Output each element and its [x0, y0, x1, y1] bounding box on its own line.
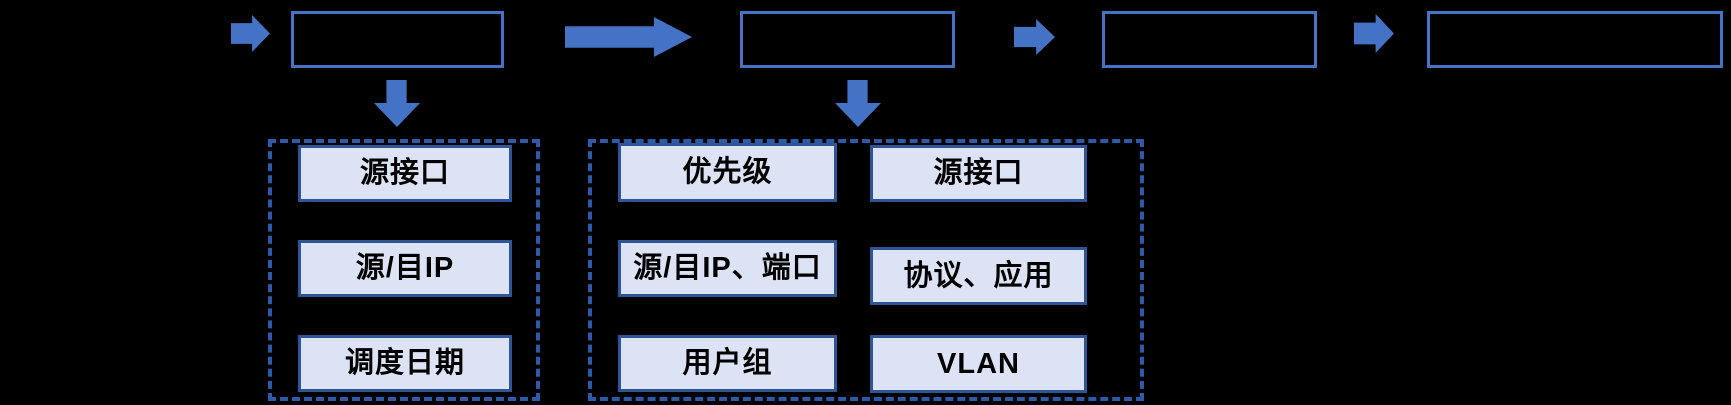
criteria-card: 源/目IP: [298, 240, 512, 297]
criteria-card: 协议、应用: [870, 247, 1087, 305]
arrow-right-icon: [565, 17, 692, 57]
arrow-down-icon: [374, 80, 420, 127]
arrow-right-icon: [231, 15, 270, 52]
criteria-group-1: [268, 139, 540, 401]
flow-step-box-2: [740, 11, 955, 68]
criteria-card: 源接口: [298, 145, 512, 202]
arrow-right-icon: [1014, 19, 1055, 55]
arrow-down-icon: [835, 80, 881, 127]
flow-step-box-3: [1102, 11, 1317, 68]
criteria-card: 源/目IP、端口: [618, 240, 837, 297]
flow-step-box-4: [1427, 11, 1723, 68]
criteria-card: VLAN: [870, 335, 1087, 393]
flow-step-box-1: [291, 11, 504, 68]
criteria-group-2: [588, 139, 1144, 401]
criteria-card: 优先级: [618, 143, 837, 202]
arrow-right-icon: [1354, 14, 1394, 53]
criteria-card: 源接口: [870, 145, 1087, 202]
criteria-card: 用户组: [618, 335, 837, 392]
criteria-card: 调度日期: [298, 335, 512, 392]
